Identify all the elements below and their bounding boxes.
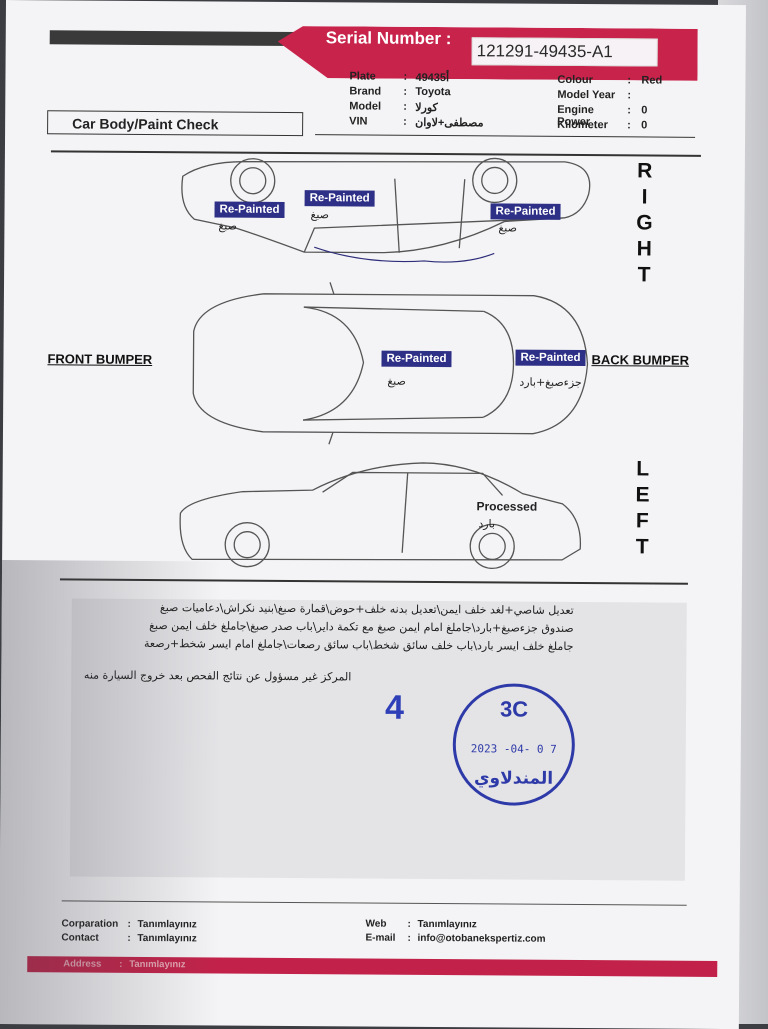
marker-scribble [314,247,494,262]
tag-note: صبغ [498,221,517,234]
letter: E [630,482,654,508]
footer-right: Web:Tanımlayınız E-mail:info@otobanekspe… [365,919,545,948]
footer-row: Corparation:Tanımlayınız [61,918,196,933]
address-value: Tanımlayınız [129,959,185,970]
back-bumper-label: BACK BUMPER [591,352,689,368]
left-side-label: L E F T [630,456,655,560]
letter: T [630,534,654,560]
footer-value: Tanımlayınız [137,919,196,933]
inspector-number: 4 [385,689,404,728]
footer-label: E-mail [365,933,407,947]
letter: F [630,508,654,534]
repainted-tag: Re-Painted [214,201,284,217]
tag-note: صبغ [387,375,406,388]
letter: L [631,456,655,482]
footer-label: Contact [61,932,127,946]
footer-row: Web:Tanımlayınız [365,919,545,934]
address-label: Address [63,958,101,969]
inspection-report-sheet: Serial Number : 121291-49435-A1 Plate:49… [0,0,746,1029]
processed-label: Processed [476,499,537,513]
repainted-tag: Re-Painted [381,351,451,367]
stamp-date: 2023 -04- 0 7 [456,742,572,756]
stamp-name: المندلاوي [456,768,572,789]
stamp-code: 3C [456,696,572,723]
address-sep: : [119,959,122,970]
footer-left: Corparation:Tanımlayınız Contact:Tanımla… [61,918,196,947]
footer-address-bar: Address : Tanımlayınız [27,956,717,977]
tag-note: صبغ [218,219,237,232]
footer-label: Web [365,919,407,933]
repainted-tag: Re-Painted [305,190,375,206]
footer-divider [62,900,687,905]
disclaimer: المركز غير مسؤول عن نتائج الفحص بعد خروج… [51,668,351,683]
footer-row: Contact:Tanımlayınız [61,932,196,947]
tag-note: بارد [478,517,495,530]
footer-value: Tanımlayınız [137,933,196,947]
footer-value: Tanımlayınız [417,919,476,933]
email-link[interactable]: info@otobanekspertiz.com [417,933,545,948]
tag-note: جزءصبغ+بارد [519,376,581,389]
repainted-tag: Re-Painted [515,350,585,366]
inspection-stamp: 3C 2023 -04- 0 7 المندلاوي [452,683,575,806]
tag-note: صبغ [310,208,329,221]
repainted-tag: Re-Painted [490,203,560,219]
footer-row: E-mail:info@otobanekspertiz.com [365,933,545,948]
front-bumper-label: FRONT BUMPER [47,351,152,367]
footer-label: Corparation [61,918,127,932]
